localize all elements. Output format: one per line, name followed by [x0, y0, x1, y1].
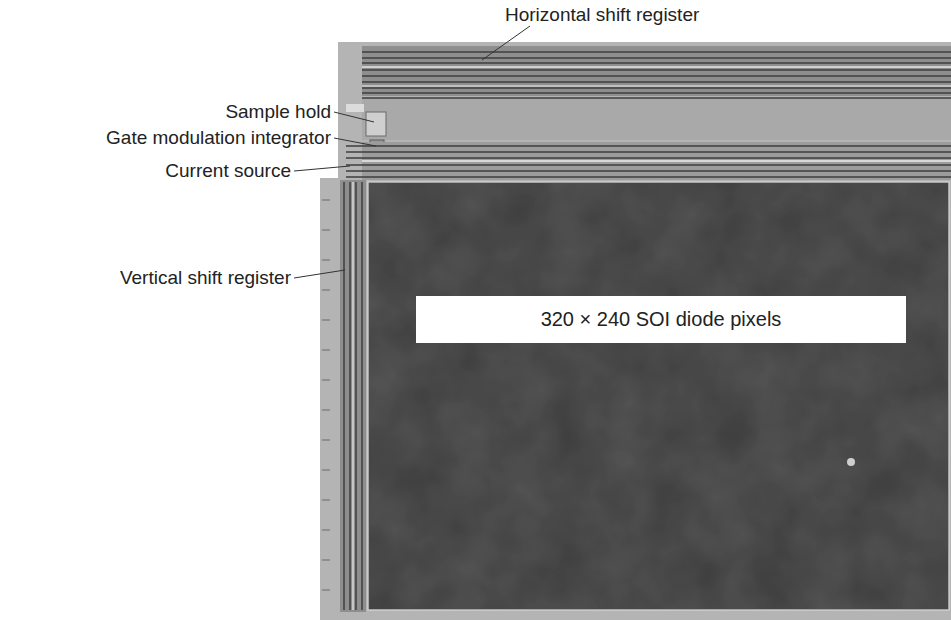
part-label: Gate modulation integrator — [106, 127, 331, 149]
register-line — [362, 85, 951, 87]
pixel-texture — [368, 182, 949, 610]
dust-spot — [847, 458, 855, 466]
sample-hold-block — [346, 104, 364, 112]
leader-lines — [294, 26, 530, 278]
vertical-shift-register — [340, 180, 366, 612]
band-edge — [362, 97, 951, 99]
sample-hold-block — [366, 112, 386, 136]
pad-ticks — [322, 200, 330, 590]
register-line — [362, 66, 951, 68]
box-text: 320 × 240 SOI diode pixels — [541, 308, 782, 331]
current-source-line — [362, 160, 951, 162]
label-box: 320 × 240 SOI diode pixels — [416, 296, 906, 343]
current-source — [362, 142, 951, 180]
part-label: Vertical shift register — [120, 267, 291, 289]
part-label: Sample hold — [225, 101, 331, 123]
pixel-array — [368, 182, 949, 610]
part-label: Horizontal shift register — [505, 4, 699, 26]
current-source-lines — [346, 146, 951, 177]
part-label: Current source — [165, 160, 291, 182]
chip-body — [338, 42, 951, 182]
chip-body — [320, 178, 951, 620]
register-lines — [344, 182, 362, 610]
register-lines — [362, 52, 951, 93]
register-line — [352, 182, 354, 610]
horizontal-shift-register — [362, 46, 951, 96]
integrator-band — [362, 98, 951, 140]
